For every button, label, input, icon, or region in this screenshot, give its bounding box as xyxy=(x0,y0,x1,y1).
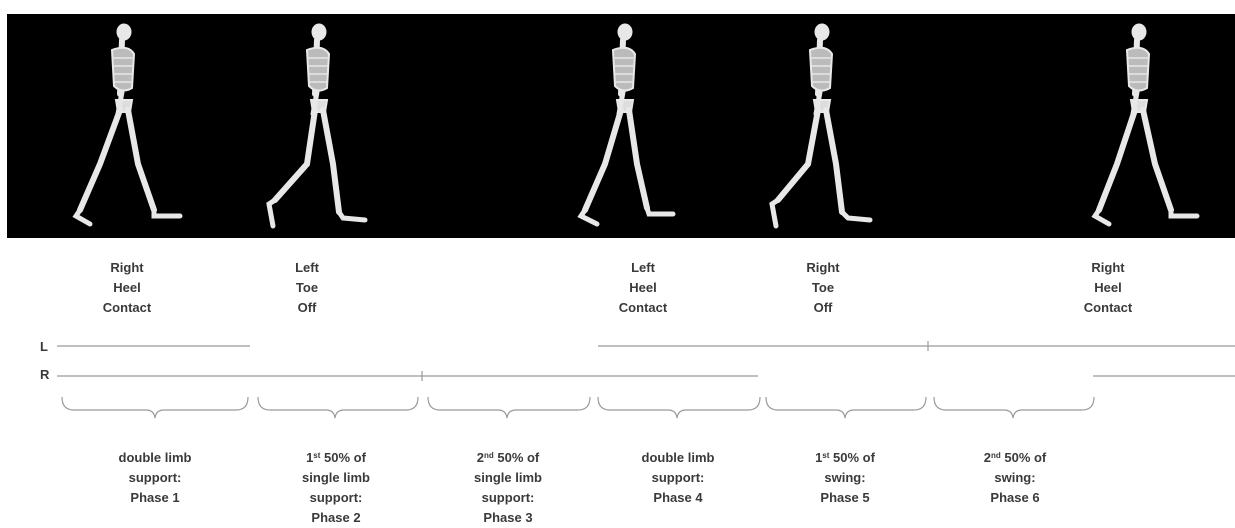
event-label-line: Left xyxy=(272,258,342,278)
phase-label-line: Phase 5 xyxy=(785,488,905,508)
event-label-right-toe-off: Right Toe Off xyxy=(788,258,858,318)
phase-label-line: Phase 3 xyxy=(448,508,568,528)
event-label-line: Right xyxy=(788,258,858,278)
gait-timeline xyxy=(0,330,1235,430)
phase-3-bracket xyxy=(428,397,590,418)
event-label-right-heel-contact-1: Right Heel Contact xyxy=(92,258,162,318)
phase-label-line: swing: xyxy=(785,468,905,488)
phase-label-line: 2nd 50% of xyxy=(955,448,1075,468)
phase-label-2: 1st 50% of single limb support: Phase 2 xyxy=(276,448,396,528)
skeleton-figure-3 xyxy=(567,14,707,238)
phase-2-bracket xyxy=(258,397,418,418)
phase-label-line: support: xyxy=(618,468,738,488)
phase-1-bracket xyxy=(62,397,248,418)
skeleton-figure-1 xyxy=(62,14,202,238)
event-label-right-heel-contact-2: Right Heel Contact xyxy=(1073,258,1143,318)
phase-label-line: double limb xyxy=(618,448,738,468)
phase-label-line: Phase 4 xyxy=(618,488,738,508)
phase-5-bracket xyxy=(766,397,926,418)
event-label-line: Contact xyxy=(608,298,678,318)
phase-6-bracket xyxy=(934,397,1094,418)
event-label-left-heel-contact: Left Heel Contact xyxy=(608,258,678,318)
phase-label-line: Phase 2 xyxy=(276,508,396,528)
ordinal-number: 2 xyxy=(477,450,484,465)
ordinal-rest: 50% of xyxy=(320,450,366,465)
event-label-line: Heel xyxy=(608,278,678,298)
phase-label-line: 1st 50% of xyxy=(785,448,905,468)
phase-label-6: 2nd 50% of swing: Phase 6 xyxy=(955,448,1075,508)
event-label-line: Contact xyxy=(1073,298,1143,318)
phase-label-line: single limb xyxy=(448,468,568,488)
event-label-line: Off xyxy=(272,298,342,318)
phase-label-line: 1st 50% of xyxy=(276,448,396,468)
ordinal-suffix: st xyxy=(313,451,320,460)
event-label-line: Toe xyxy=(788,278,858,298)
phase-label-5: 1st 50% of swing: Phase 5 xyxy=(785,448,905,508)
phase-label-line: 2nd 50% of xyxy=(448,448,568,468)
event-label-line: Toe xyxy=(272,278,342,298)
ordinal-number: 2 xyxy=(984,450,991,465)
ordinal-rest: 50% of xyxy=(1001,450,1047,465)
event-label-line: Right xyxy=(1073,258,1143,278)
skeleton-figure-4 xyxy=(752,14,892,238)
phase-label-line: Phase 1 xyxy=(95,488,215,508)
phase-label-4: double limb support: Phase 4 xyxy=(618,448,738,508)
event-label-line: Off xyxy=(788,298,858,318)
phase-label-line: double limb xyxy=(95,448,215,468)
event-label-line: Contact xyxy=(92,298,162,318)
ordinal-suffix: nd xyxy=(484,451,494,460)
phase-label-3: 2nd 50% of single limb support: Phase 3 xyxy=(448,448,568,528)
ordinal-suffix: nd xyxy=(991,451,1001,460)
skeleton-figure-2 xyxy=(247,14,387,238)
event-label-line: Heel xyxy=(92,278,162,298)
event-label-line: Left xyxy=(608,258,678,278)
phase-label-line: Phase 6 xyxy=(955,488,1075,508)
skeleton-image-panel xyxy=(7,14,1235,238)
event-label-line: Right xyxy=(92,258,162,278)
skeleton-figure-5 xyxy=(1067,14,1207,238)
phase-label-line: support: xyxy=(276,488,396,508)
phase-label-line: single limb xyxy=(276,468,396,488)
event-label-line: Heel xyxy=(1073,278,1143,298)
event-label-left-toe-off: Left Toe Off xyxy=(272,258,342,318)
ordinal-rest: 50% of xyxy=(829,450,875,465)
ordinal-suffix: st xyxy=(822,451,829,460)
phase-label-line: swing: xyxy=(955,468,1075,488)
phase-label-line: support: xyxy=(448,488,568,508)
phase-label-1: double limb support: Phase 1 xyxy=(95,448,215,508)
phase-4-bracket xyxy=(598,397,760,418)
phase-label-line: support: xyxy=(95,468,215,488)
ordinal-rest: 50% of xyxy=(494,450,540,465)
